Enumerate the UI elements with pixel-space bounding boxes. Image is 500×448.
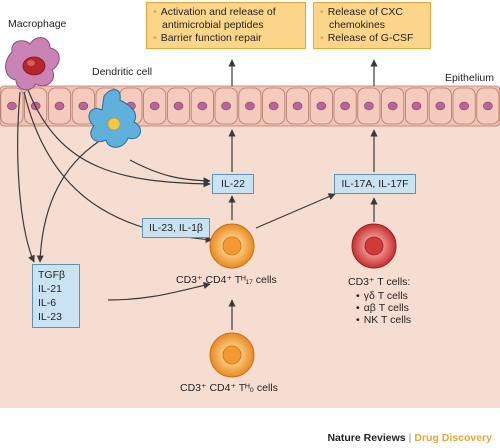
- epithelial-nucleus: [268, 101, 279, 111]
- arrow-dendritic-to-cytokines: [36, 141, 99, 263]
- arrow-cytokines-to-th17: [107, 281, 211, 301]
- epithelial-nucleus: [364, 101, 374, 111]
- effect-line: Release of G-CSF: [320, 32, 424, 45]
- effect-line: Release of CXC: [320, 6, 424, 19]
- t-cell-type-list: γδ T cells αβ T cells NK T cells: [356, 290, 411, 326]
- arrow-macrophage-to-cytokines: [17, 91, 35, 263]
- epithelial-nucleus: [483, 101, 493, 111]
- arrow-th17-to-il17: [255, 193, 336, 229]
- antimicrobial-effects-box: Activation and release of antimicrobial …: [146, 2, 306, 49]
- epithelial-nucleus: [411, 101, 422, 111]
- epithelial-nucleus: [78, 101, 89, 111]
- epithelial-cells: [0, 87, 500, 125]
- th17-label: CD3⁺ CD4⁺ Tᴴ₁₇ cells: [176, 274, 277, 286]
- epithelium-label: Epithelium: [444, 72, 494, 84]
- cytokine-item: TGFβ: [38, 269, 66, 281]
- macrophage-label: Macrophage: [8, 18, 67, 30]
- cd3-t-cells-label: CD3⁺ T cells:: [348, 276, 411, 288]
- journal-credit: Nature Reviews|Drug Discovery: [327, 432, 492, 444]
- arrow-dendritic-to-il22: [129, 159, 211, 185]
- publisher-name: Nature Reviews: [327, 432, 406, 444]
- cd3-t-cell: [351, 223, 397, 269]
- t-cell-type: αβ T cells: [356, 302, 411, 314]
- effect-line: chemokines: [329, 19, 386, 31]
- epithelial-nucleus: [316, 101, 327, 111]
- t-cell-type: NK T cells: [356, 314, 411, 326]
- epithelial-nucleus: [7, 101, 17, 111]
- effect-line: antimicrobial peptides: [162, 19, 264, 31]
- epithelial-nucleus: [197, 101, 208, 111]
- epithelial-nucleus: [221, 101, 231, 111]
- chemokine-effects-box: Release of CXC chemokines Release of G-C…: [313, 2, 431, 49]
- journal-name: Drug Discovery: [414, 432, 492, 444]
- effect-line: Activation and release of: [153, 6, 299, 19]
- arrow-macrophage-to-il22: [27, 89, 211, 188]
- il17-box: IL-17A, IL-17F: [334, 174, 416, 194]
- macrophage-cell: [5, 37, 60, 91]
- il22-box: IL-22: [212, 174, 254, 194]
- epithelial-nucleus: [387, 101, 398, 111]
- epithelium-layer: [0, 85, 500, 127]
- epithelial-nucleus: [292, 101, 303, 111]
- cytokine-item: IL-6: [38, 297, 57, 309]
- t-cell-type: γδ T cells: [356, 290, 411, 302]
- epithelial-nucleus: [149, 101, 160, 111]
- epithelial-nucleus: [435, 101, 446, 111]
- il23-il1b-box: IL-23, IL-1β: [142, 218, 210, 238]
- epithelial-nucleus: [459, 101, 469, 111]
- th0-cell: [209, 332, 255, 378]
- th0-label: CD3⁺ CD4⁺ Tᴴ₀ cells: [180, 382, 278, 394]
- th17-cell: [209, 223, 255, 269]
- cytokines-box: TGFβ IL-21 IL-6 IL-23: [32, 264, 80, 328]
- cytokine-item: IL-21: [38, 283, 62, 295]
- dendritic-cell: [88, 89, 142, 148]
- epithelial-nucleus: [173, 101, 184, 111]
- effect-line: Barrier function repair: [153, 32, 299, 45]
- cytokine-item: IL-23: [38, 311, 62, 323]
- epithelial-nucleus: [340, 101, 350, 111]
- epithelial-nucleus: [245, 101, 255, 111]
- epithelial-nucleus: [54, 101, 65, 111]
- dendritic-cell-label: Dendritic cell: [92, 66, 153, 78]
